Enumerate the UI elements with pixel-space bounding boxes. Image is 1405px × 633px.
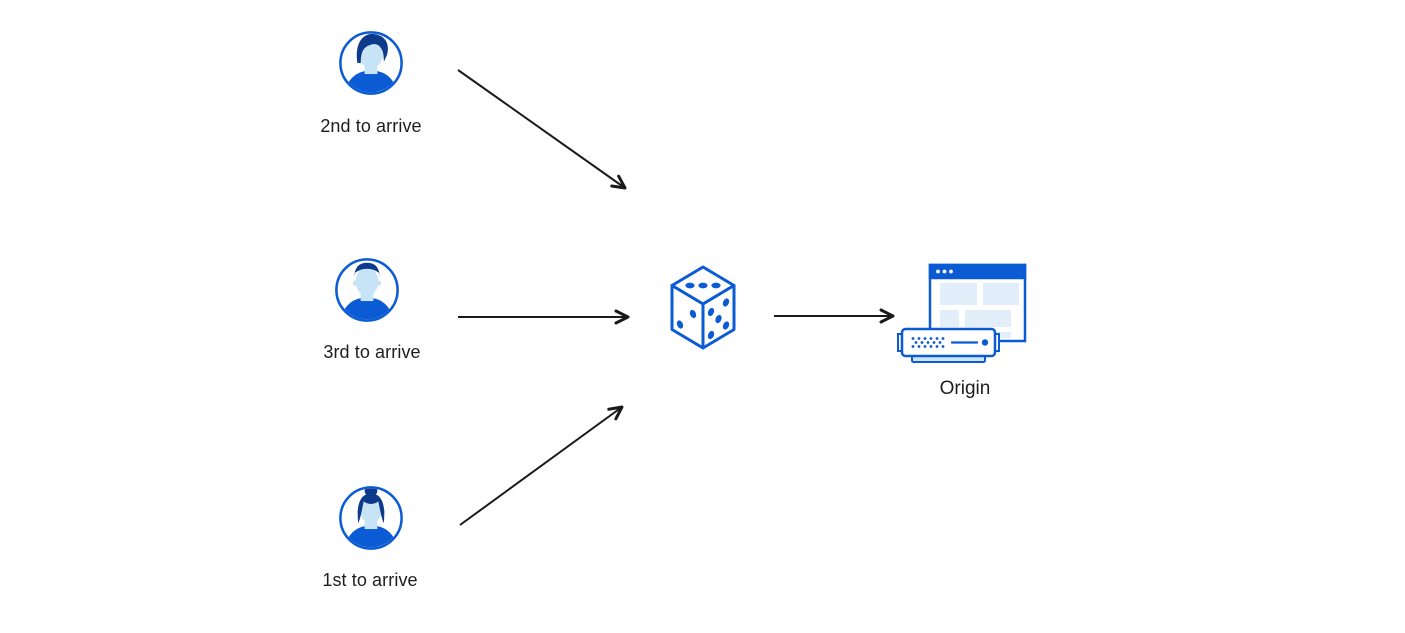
arrow-2nd-to-dice [457, 69, 627, 190]
origin-label: Origin [939, 378, 991, 399]
male-avatar-icon [339, 31, 403, 95]
male-short-hair-avatar-icon [335, 258, 399, 322]
label-2nd-to-arrive: 2nd to arrive [320, 116, 422, 136]
origin-server-icon [897, 263, 1027, 363]
label-3rd-to-arrive: 3rd to arrive [323, 342, 421, 362]
arrow-1st-to-dice [459, 405, 624, 526]
female-avatar-icon [339, 486, 403, 550]
dice-icon [670, 265, 736, 350]
label-1st-to-arrive: 1st to arrive [322, 570, 418, 590]
